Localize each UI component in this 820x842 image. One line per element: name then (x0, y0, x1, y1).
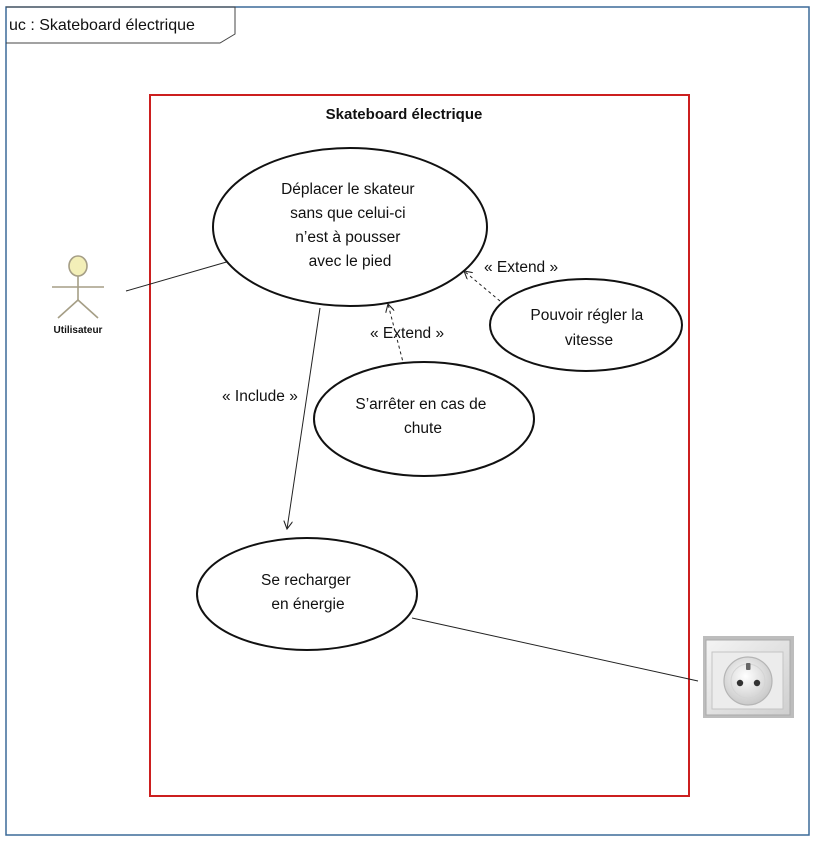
svg-text:Déplacer le skateur sans: Déplacer le skateur sans que celui-ci n’… (281, 181, 419, 270)
diagram-frame (5, 6, 810, 836)
use-case-regler-line: Pouvoir régler la (530, 307, 643, 324)
use-case-recharger[interactable]: Se recharger en énergie (196, 537, 418, 651)
power-outlet-icon[interactable] (703, 636, 794, 718)
use-case-deplacer-line: Déplacer le skateur (281, 181, 415, 198)
svg-text:Pouvoir régler la vitess: Pouvoir régler la vitesse (530, 307, 647, 349)
extend-arrow-regler (464, 271, 501, 302)
system-boundary (149, 94, 690, 797)
svg-text:S’arrêter en cas de chut: S’arrêter en cas de chute (355, 396, 490, 437)
use-case-arreter-line: chute (404, 420, 442, 437)
stick-figure-icon (52, 255, 104, 319)
include-arrow (287, 307, 321, 529)
use-case-deplacer-line: n’est à pousser (295, 229, 400, 246)
use-case-arreter[interactable]: S’arrêter en cas de chute (313, 361, 535, 477)
association-outlet-recharger (411, 617, 699, 682)
frame-tab (6, 6, 236, 44)
use-case-deplacer-line: avec le pied (309, 253, 392, 270)
extend-label-arreter: « Extend » (370, 325, 444, 342)
use-case-deplacer[interactable]: Déplacer le skateur sans que celui-ci n’… (212, 147, 488, 307)
use-case-arreter-line: S’arrêter en cas de (355, 396, 486, 413)
extend-label-regler: « Extend » (484, 259, 558, 276)
association-user-deplacer (125, 260, 231, 292)
system-title: Skateboard électrique (326, 106, 483, 123)
use-case-regler[interactable]: Pouvoir régler la vitesse (489, 278, 683, 372)
use-case-regler-line: vitesse (565, 332, 613, 349)
frame-title: uc : Skateboard électrique (9, 17, 195, 34)
svg-text:Se recharger en énergie: Se recharger en énergie (261, 572, 355, 613)
use-case-deplacer-line: sans que celui-ci (290, 205, 405, 222)
use-case-recharger-line: en énergie (271, 596, 344, 613)
extend-arrow-arreter (388, 304, 405, 367)
actor-user[interactable]: Utilisateur (52, 255, 104, 336)
include-label: « Include » (222, 388, 298, 405)
use-case-recharger-line: Se recharger (261, 572, 351, 589)
actor-user-label: Utilisateur (54, 325, 103, 336)
